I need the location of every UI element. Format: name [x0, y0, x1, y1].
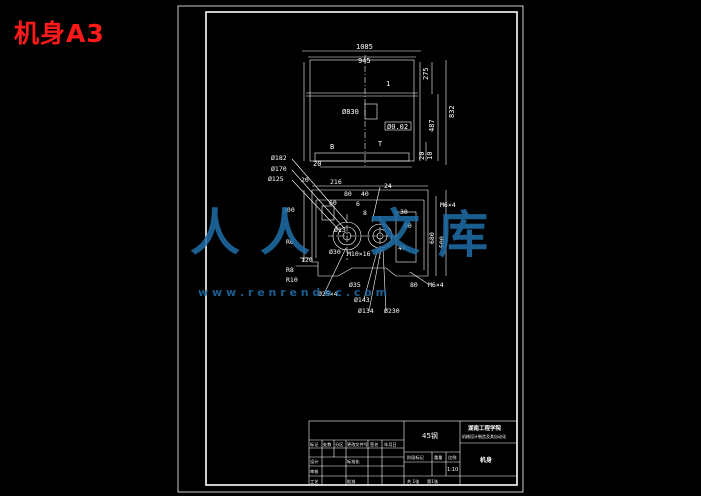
top-view-tolerance-frame: [384, 121, 412, 131]
dim-text: Ø125: [268, 175, 284, 183]
cell-label: 共 1张: [407, 478, 420, 485]
outer-frame: [177, 5, 524, 493]
leader-line: [371, 186, 381, 223]
top-view-feature: [364, 103, 378, 120]
dim-text: Ø230: [384, 307, 400, 315]
top-dim-text: 1085: [356, 43, 373, 51]
dim-text: 30: [400, 208, 408, 216]
cell-label: 设计: [310, 458, 318, 465]
dim-text: 20: [301, 176, 309, 184]
cell-label: 阶段标记: [407, 454, 425, 461]
dim-text: R10: [286, 276, 298, 284]
watermark-char: 文: [370, 204, 420, 262]
dim-text: Ø143: [354, 296, 370, 304]
title-block-text: 45钢 湖南工程学院 机械设计制造及其自动化 机身 1:10 标记 处数 分区 …: [310, 424, 506, 485]
dim-text: Ø170: [271, 165, 287, 173]
dim-text: 40: [361, 190, 369, 198]
top-view-body: [309, 59, 415, 162]
leader-line: [382, 248, 387, 312]
cell-label: 标准化: [347, 458, 360, 465]
dim-text: M10×16: [347, 250, 371, 258]
leader-line: [323, 247, 347, 295]
watermark-char: 人: [190, 204, 240, 262]
dim-text: Ø182: [271, 154, 287, 162]
dim-text: 8: [363, 209, 367, 217]
dim-text: Ø30: [329, 248, 341, 256]
cell-label: 第1张: [427, 478, 439, 485]
cell-label: 处数: [323, 441, 332, 448]
cell-label: 分区: [335, 441, 343, 448]
top-dim-text: 275: [422, 67, 430, 80]
dim-text: Ø134: [358, 307, 374, 315]
main-view-pocket: [395, 211, 417, 263]
main-view-dims: Ø182 Ø170 Ø125 20 216 24 80 40 60 300 6 …: [268, 154, 456, 315]
watermark-url: w w w . r e n r e n d o c . c o m: [198, 286, 387, 299]
dim-text: R6: [286, 238, 294, 246]
dim-text: 300: [283, 206, 295, 214]
cell-label: 签名: [370, 441, 378, 448]
main-view: [291, 158, 447, 312]
dim-text: M6×4: [440, 201, 456, 209]
dim-text: R8: [286, 266, 294, 274]
title-block-frame: [308, 420, 518, 486]
watermark-char: 人: [260, 204, 310, 262]
top-dim-text: 832: [448, 105, 456, 118]
top-dim-text: 20: [313, 160, 321, 168]
dim-text: 680: [428, 232, 436, 244]
school-label: 湖南工程学院: [468, 424, 502, 432]
dim-text: 6: [356, 200, 360, 208]
leader-line: [291, 158, 348, 223]
title-block: [308, 420, 518, 486]
leader-line: [291, 179, 342, 233]
top-dim-text: 20: [418, 152, 426, 160]
cell-label: 更改文件号: [347, 441, 368, 448]
top-dim-text: 10: [426, 152, 434, 160]
cell-label: 标记: [310, 441, 319, 448]
page-title: 机身A3: [14, 19, 105, 48]
dim-text: 80: [410, 281, 418, 289]
top-view-dims: 1085 945 275 487 832 20 10 20 Ø830 1 T Ø…: [313, 43, 456, 168]
main-view-outline: [311, 189, 429, 277]
scale-label: 1:10: [447, 467, 458, 473]
material-label: 45钢: [422, 431, 438, 440]
top-dim-text: 487: [428, 119, 436, 132]
watermark-char: 库: [438, 206, 488, 264]
dim-text: Ø13: [334, 226, 346, 234]
cell-label: 批准: [347, 478, 355, 485]
dim-text: 60: [329, 199, 337, 207]
top-view: [302, 50, 447, 168]
project-label: 机械设计制造及其自动化: [462, 433, 506, 439]
top-dim-text: 945: [358, 57, 371, 65]
leader-line: [363, 247, 379, 300]
part-name-label: 机身: [480, 456, 492, 464]
leader-line: [409, 271, 429, 285]
dim-text: 120: [301, 256, 313, 264]
top-label-text: 1: [386, 80, 390, 88]
top-label-text: T: [378, 140, 383, 148]
cell-label: 工艺: [310, 479, 318, 484]
dim-text: 500: [438, 236, 446, 248]
dim-text: Ø25×4: [318, 290, 338, 298]
leader-line: [291, 169, 345, 229]
dim-text: 216: [330, 178, 342, 186]
leader-line: [368, 248, 382, 312]
top-label-text: Ø0.02: [387, 123, 408, 131]
dim-text: M6×4: [428, 281, 444, 289]
cell-label: 比例: [448, 454, 456, 461]
dim-text: 40: [398, 244, 406, 252]
cell-label: 审核: [310, 468, 319, 475]
dim-text: 90: [404, 222, 412, 230]
cell-label: 年月日: [384, 441, 397, 448]
dim-text: 80: [344, 190, 352, 198]
cell-label: 重量: [434, 454, 442, 461]
top-view-flange: [314, 152, 410, 162]
top-label-text: Ø830: [342, 108, 359, 116]
top-label-text: B: [330, 143, 334, 151]
dim-text: 24: [384, 182, 392, 190]
dim-text: Ø35: [349, 281, 361, 289]
watermark: 人 人 文 库 w w w . r e n r e n d o c . c o …: [190, 204, 488, 299]
main-view-pocket: [321, 205, 335, 221]
